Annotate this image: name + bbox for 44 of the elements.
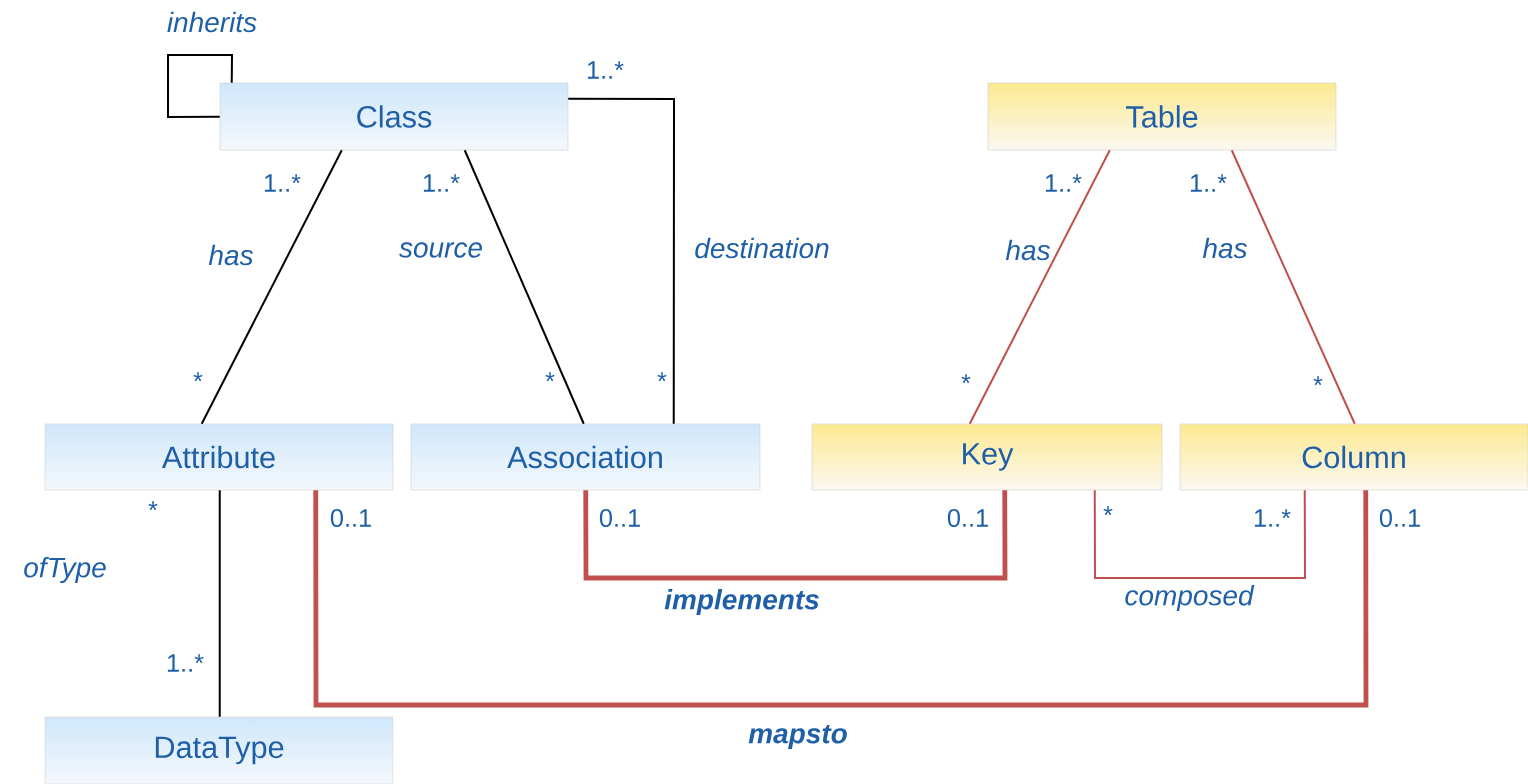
multiplicity-label: * (1103, 506, 1113, 516)
edge-label: implements (664, 588, 819, 616)
entity-box: Attribute (44, 423, 394, 491)
multiplicity-label: * (193, 372, 203, 382)
multiplicity-label: * (545, 372, 555, 382)
multiplicity-label: 1..* (264, 174, 301, 192)
multiplicity-label: 0..1 (1379, 509, 1420, 527)
association-line (167, 54, 233, 118)
association-line (463, 149, 585, 425)
edge-label: destination (695, 237, 829, 259)
entity-box: Column (1179, 423, 1528, 491)
multiplicity-label: 1..* (167, 654, 204, 672)
association-line (567, 97, 675, 425)
entity-box: DataType (44, 716, 394, 784)
edge-label: has (1202, 237, 1247, 259)
multiplicity-label: 1..* (1045, 174, 1082, 192)
association-line (583, 490, 1008, 581)
multiplicity-label: 1..* (1254, 509, 1291, 527)
edge-label: composed (1125, 584, 1255, 612)
association-line (200, 149, 343, 425)
multiplicity-label: * (961, 374, 971, 384)
multiplicity-label: 1..* (1190, 174, 1227, 192)
association-line (968, 149, 1111, 425)
multiplicity-label: * (1313, 376, 1323, 386)
entity-box: Association (410, 423, 761, 491)
multiplicity-label: 0..1 (947, 509, 988, 527)
multiplicity-label: * (657, 372, 667, 382)
entity-box: Key (811, 423, 1163, 491)
multiplicity-label: 0..1 (330, 509, 371, 527)
edge-label: has (1005, 239, 1050, 261)
edge-label: mapsto (748, 724, 847, 750)
multiplicity-label: 0..1 (599, 509, 640, 527)
multiplicity-label: 1..* (423, 174, 460, 192)
association-line (218, 489, 221, 718)
association-line (1230, 149, 1356, 425)
association-line (1093, 489, 1306, 579)
edge-label: has (208, 244, 253, 266)
entity-box: Table (987, 82, 1337, 151)
entity-box: Class (219, 82, 569, 151)
association-line (313, 490, 1369, 708)
edge-label: ofType (24, 556, 106, 584)
edge-label: inherits (167, 11, 257, 33)
multiplicity-label: 1..* (587, 61, 624, 79)
edge-label: source (399, 242, 482, 258)
